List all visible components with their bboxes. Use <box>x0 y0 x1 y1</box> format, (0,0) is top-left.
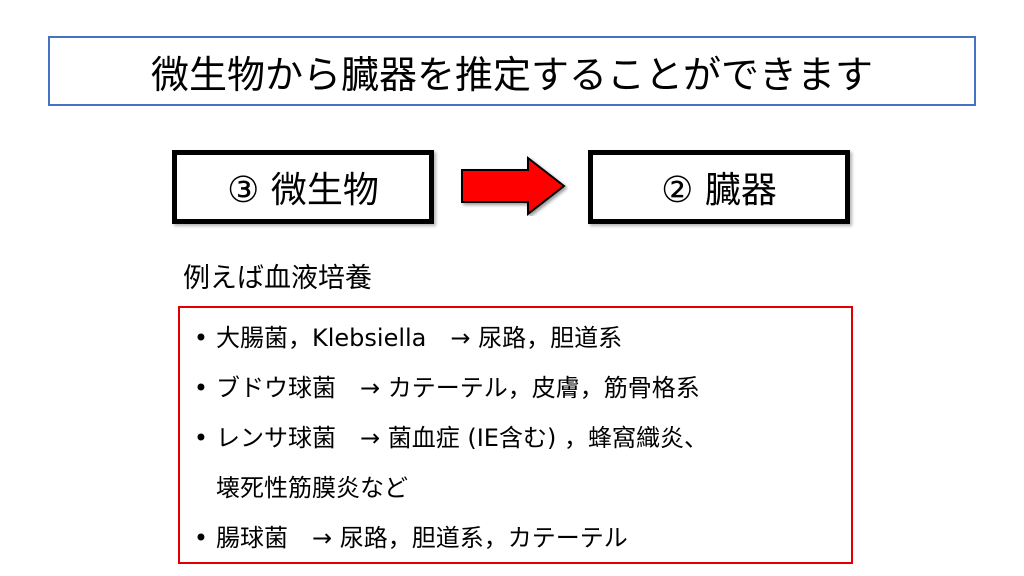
example-label: 例えば血液培養 <box>183 263 372 294</box>
bullet: • <box>193 524 209 552</box>
microbe-label: ③ 微生物 <box>227 170 379 211</box>
slide-title: 微生物から臓器を推定することができます <box>150 52 873 97</box>
item-text: ブドウ球菌 → カテーテル，皮膚，筋骨格系 <box>216 374 700 402</box>
microbe-box: ③ 微生物 <box>172 150 434 224</box>
organ-box: ② 臓器 <box>588 150 850 224</box>
list-item: •大腸菌，Klebsiella → 尿路，胆道系 <box>186 313 622 363</box>
item-text: 腸球菌 → 尿路，胆道系，カテーテル <box>216 524 628 552</box>
example-list: •大腸菌，Klebsiella → 尿路，胆道系 •ブドウ球菌 → カテーテル，… <box>178 306 853 564</box>
list-item: •レンサ球菌 → 菌血症 (IE含む) ，蜂窩織炎、 <box>186 413 708 463</box>
bullet: • <box>193 374 209 402</box>
bullet: • <box>193 424 209 452</box>
list-item: •腸球菌 → 尿路，胆道系，カテーテル <box>186 513 628 563</box>
item-text: 壊死性筋膜炎など <box>216 474 408 502</box>
list-item: •ブドウ球菌 → カテーテル，皮膚，筋骨格系 <box>186 363 700 413</box>
organ-label: ② 臓器 <box>661 170 777 211</box>
item-text: 大腸菌，Klebsiella → 尿路，胆道系 <box>216 324 623 352</box>
title-box: 微生物から臓器を推定することができます <box>48 36 976 106</box>
item-text: レンサ球菌 → 菌血症 (IE含む) ，蜂窩織炎、 <box>216 424 708 452</box>
bullet: • <box>193 324 209 352</box>
right-arrow-icon <box>461 156 566 216</box>
list-item-continuation: 壊死性筋膜炎など <box>186 463 408 513</box>
